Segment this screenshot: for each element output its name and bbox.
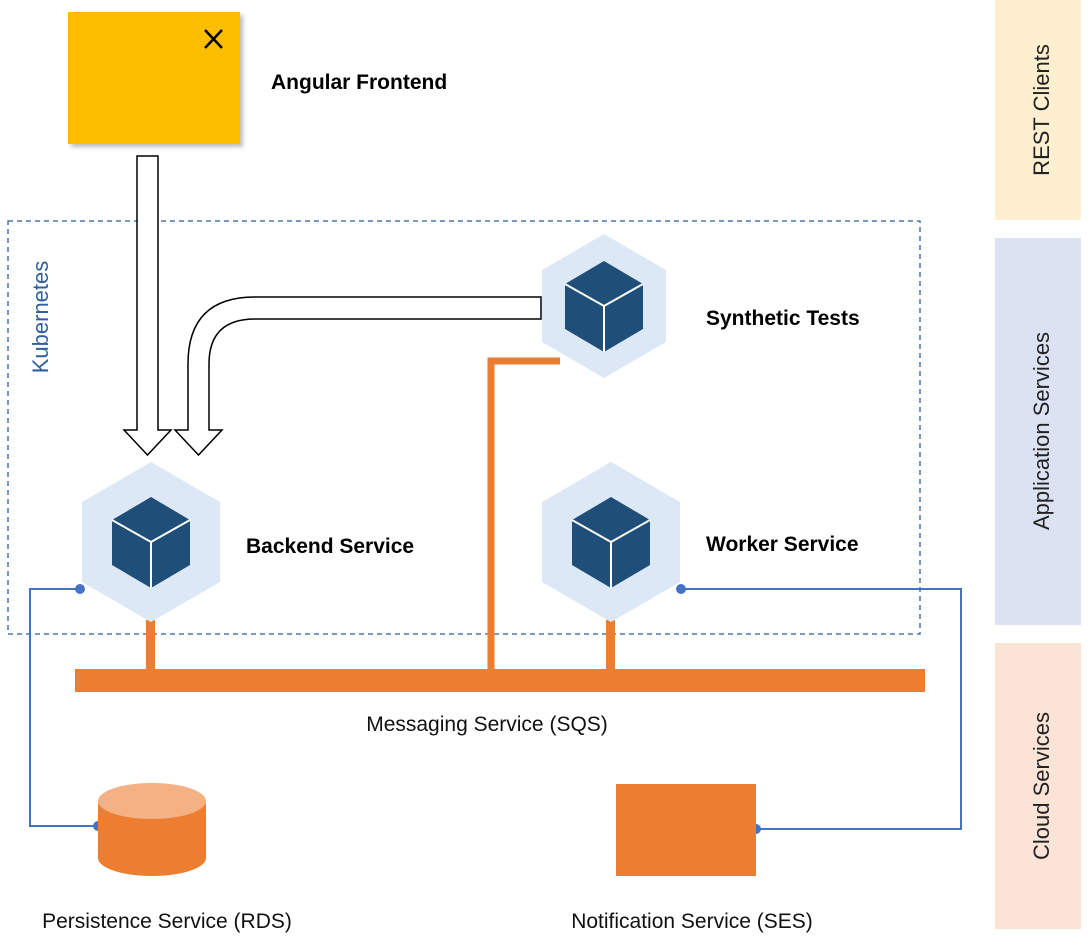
messaging-service-label: Messaging Service (SQS) <box>366 713 608 736</box>
synthetic-tests-label: Synthetic Tests <box>706 307 860 330</box>
messaging-connectors <box>146 357 615 672</box>
lane-application-services-label: Application Services <box>1029 332 1054 530</box>
notification-service-label: Notification Service (SES) <box>571 910 813 933</box>
close-icon <box>204 29 223 49</box>
worker-service-label: Worker Service <box>706 533 859 556</box>
notification-service-node <box>616 784 756 876</box>
persistence-service-label: Persistence Service (RDS) <box>42 910 292 933</box>
lane-cloud-services: Cloud Services <box>995 643 1081 929</box>
messaging-service-bus <box>75 669 925 692</box>
kubernetes-label: Kubernetes <box>28 261 53 374</box>
kubernetes-group: Kubernetes <box>7 220 921 635</box>
lane-rest-clients: REST Clients <box>995 0 1081 220</box>
frontend-backend-arrow <box>122 155 173 457</box>
backend-persistence-connector <box>29 584 103 831</box>
persistence-service-node <box>98 783 206 876</box>
synthetic-backend-arrow <box>173 296 542 457</box>
lane-cloud-services-label: Cloud Services <box>1029 712 1054 860</box>
backend-service-node <box>82 462 220 622</box>
worker-service-node <box>542 462 680 622</box>
lane-rest-clients-label: REST Clients <box>1029 44 1054 176</box>
angular-frontend-label: Angular Frontend <box>271 71 447 94</box>
lane-application-services: Application Services <box>995 238 1081 625</box>
synthetic-tests-node <box>542 234 666 378</box>
backend-service-label: Backend Service <box>246 535 414 558</box>
angular-frontend-node <box>68 12 240 144</box>
